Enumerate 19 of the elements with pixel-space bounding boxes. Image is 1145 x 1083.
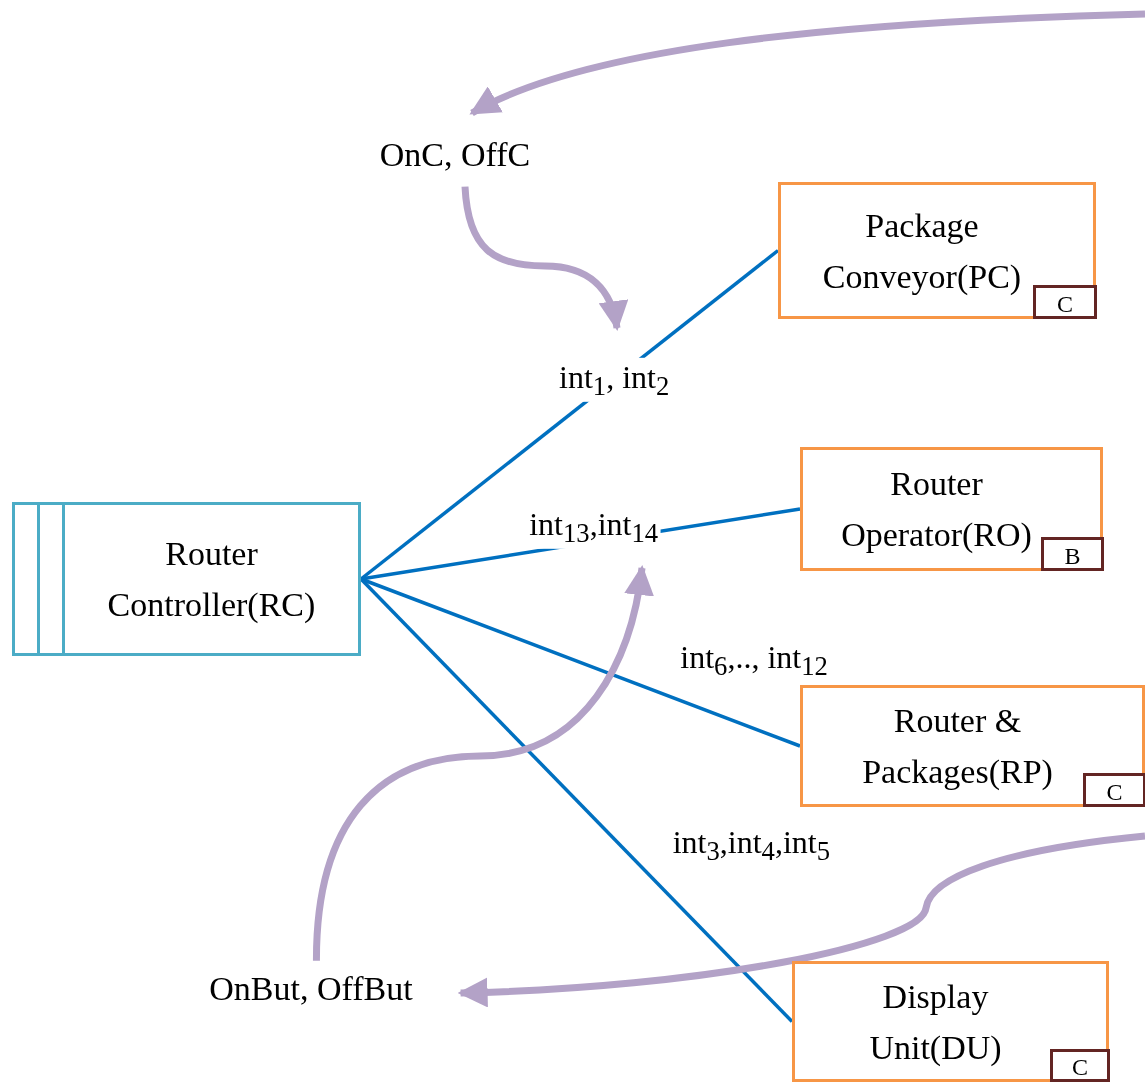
controller-box	[12, 502, 361, 656]
component-box	[800, 685, 1145, 807]
signal-label: OnBut, OffBut	[175, 970, 447, 1016]
component-box	[800, 447, 1103, 571]
component-box	[778, 182, 1096, 319]
type-tag: C	[1050, 1049, 1110, 1082]
type-tag: C	[1033, 285, 1097, 319]
type-tag: B	[1041, 537, 1104, 571]
signal-label: OnC, OffC	[355, 136, 555, 182]
box-label: Router Controller(RC)	[106, 534, 317, 625]
curved-arrow	[457, 832, 1145, 1008]
box-label: Router & Packages(RP)	[861, 701, 1054, 792]
box-label: Display Unit(DU)	[868, 976, 1003, 1068]
box-label: Package Conveyor(PC)	[821, 205, 1023, 297]
type-tag: C	[1083, 773, 1145, 807]
component-box	[792, 961, 1109, 1082]
curved-arrow	[461, 186, 628, 331]
curved-arrow	[469, 10, 1145, 117]
box-label: Router Operator(RO)	[840, 464, 1033, 555]
